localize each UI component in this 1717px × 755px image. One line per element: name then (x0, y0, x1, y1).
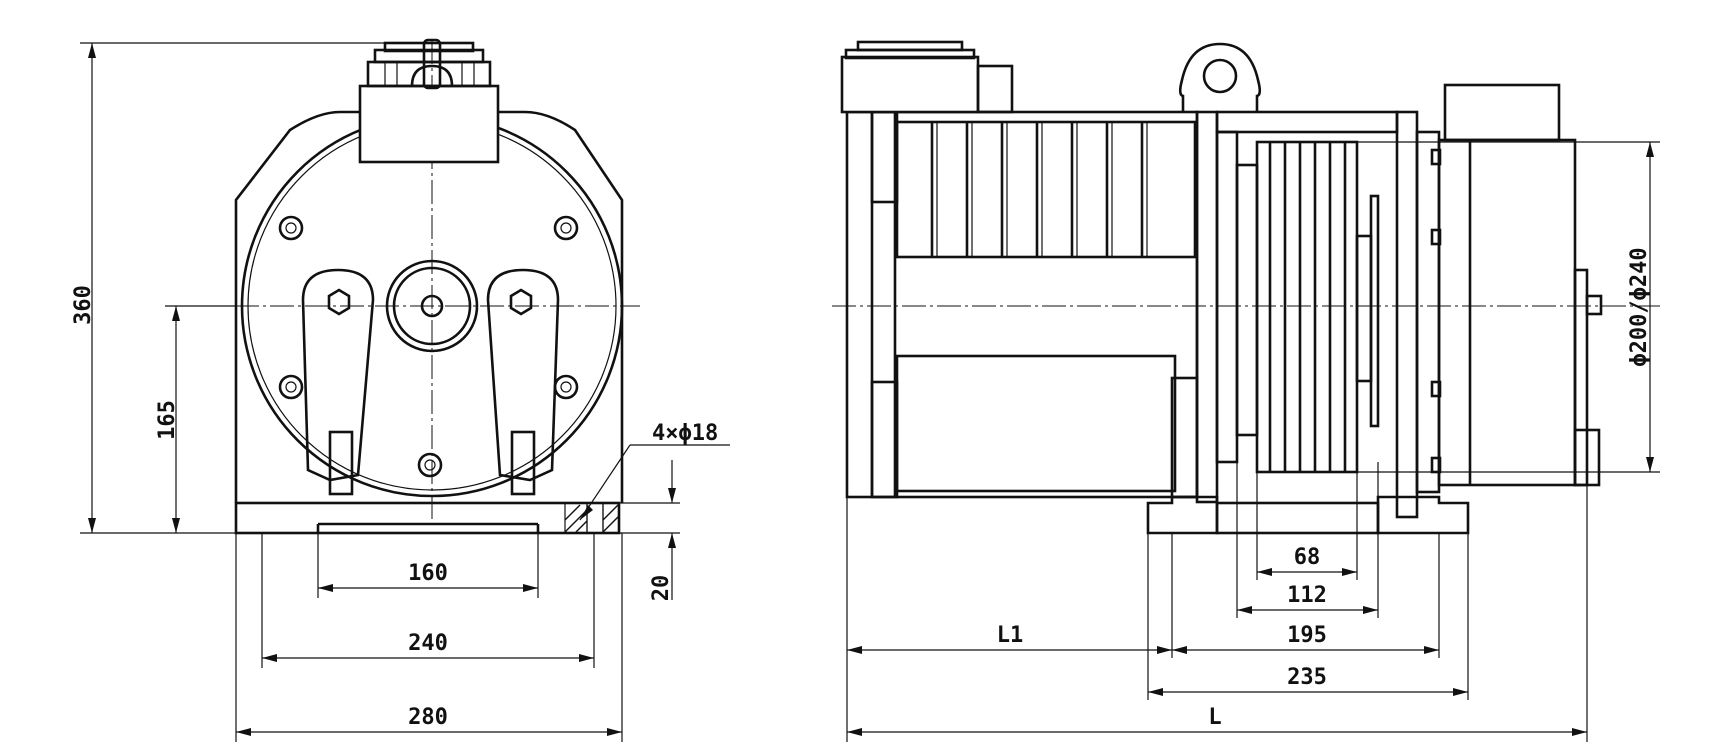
disk-bolt-top-left (278, 215, 304, 241)
dim-L-label: L (1208, 705, 1221, 730)
dim-mount-span-label: 195 (1287, 623, 1327, 648)
brake-arm-left (301, 268, 375, 482)
disk-bolt-bottom-right (553, 374, 579, 400)
traction-sheave (1215, 130, 1373, 474)
support-bracket (1395, 110, 1419, 519)
terminal-box (358, 84, 500, 164)
front-base-plate (234, 501, 621, 535)
brake-arm-right-nut (509, 288, 533, 316)
dim-axis-height-label: 165 (155, 400, 180, 440)
lifting-eye (1178, 42, 1262, 112)
bolt-hole-section (564, 502, 620, 534)
front-view: 360 165 20 4×ϕ18 160 240 (71, 38, 730, 742)
shaft-center (420, 294, 444, 318)
brake-drum (1437, 138, 1577, 487)
dim-base-thickness-label: 20 (649, 575, 674, 602)
disk-bolt-top-right (553, 215, 579, 241)
dim-sheave-diameter-label: ϕ200/ϕ240 (1627, 247, 1652, 366)
bearing-housing (1369, 194, 1380, 428)
brake-cover-top (1443, 83, 1561, 142)
dim-base-width-label: 280 (408, 705, 448, 730)
front-housing (234, 110, 624, 503)
dim-L1-label: L1 (997, 623, 1024, 648)
dim-bolt-spacing-label: 160 (408, 561, 448, 586)
dim-height-label: 360 (71, 285, 96, 325)
side-base-plate (1215, 501, 1380, 535)
shaft-hub (385, 259, 479, 353)
brake-arm-left-nut (327, 288, 351, 316)
base-foot-right (1376, 495, 1470, 535)
cooling-fins (895, 120, 1197, 259)
brake-shoe-left (328, 430, 354, 496)
dim-mount-spacing-label: 240 (408, 631, 448, 656)
hole-callout-label: 4×ϕ18 (652, 421, 718, 446)
side-terminal-box (840, 55, 980, 114)
dim-groove-width-label: 68 (1294, 545, 1321, 570)
motor-body (845, 110, 1199, 499)
side-cable-gland (976, 64, 1014, 114)
dim-base-span-label: 235 (1287, 665, 1327, 690)
brake-release-lever (1573, 268, 1589, 487)
cable-gland (410, 64, 454, 87)
frame-plate (1195, 110, 1219, 504)
dim-sheave-width-label: 112 (1287, 583, 1327, 608)
side-view: ϕ200/ϕ240 68 112 L1 195 235 (832, 40, 1660, 742)
brake-arm-right (486, 268, 560, 482)
brake-adjust-nut (1585, 294, 1603, 316)
disk-bolt-bottom-center (417, 452, 443, 478)
disk-bolt-bottom-left (278, 374, 304, 400)
motor-lower-panel (895, 354, 1177, 493)
brake-shoe-right (510, 430, 536, 496)
